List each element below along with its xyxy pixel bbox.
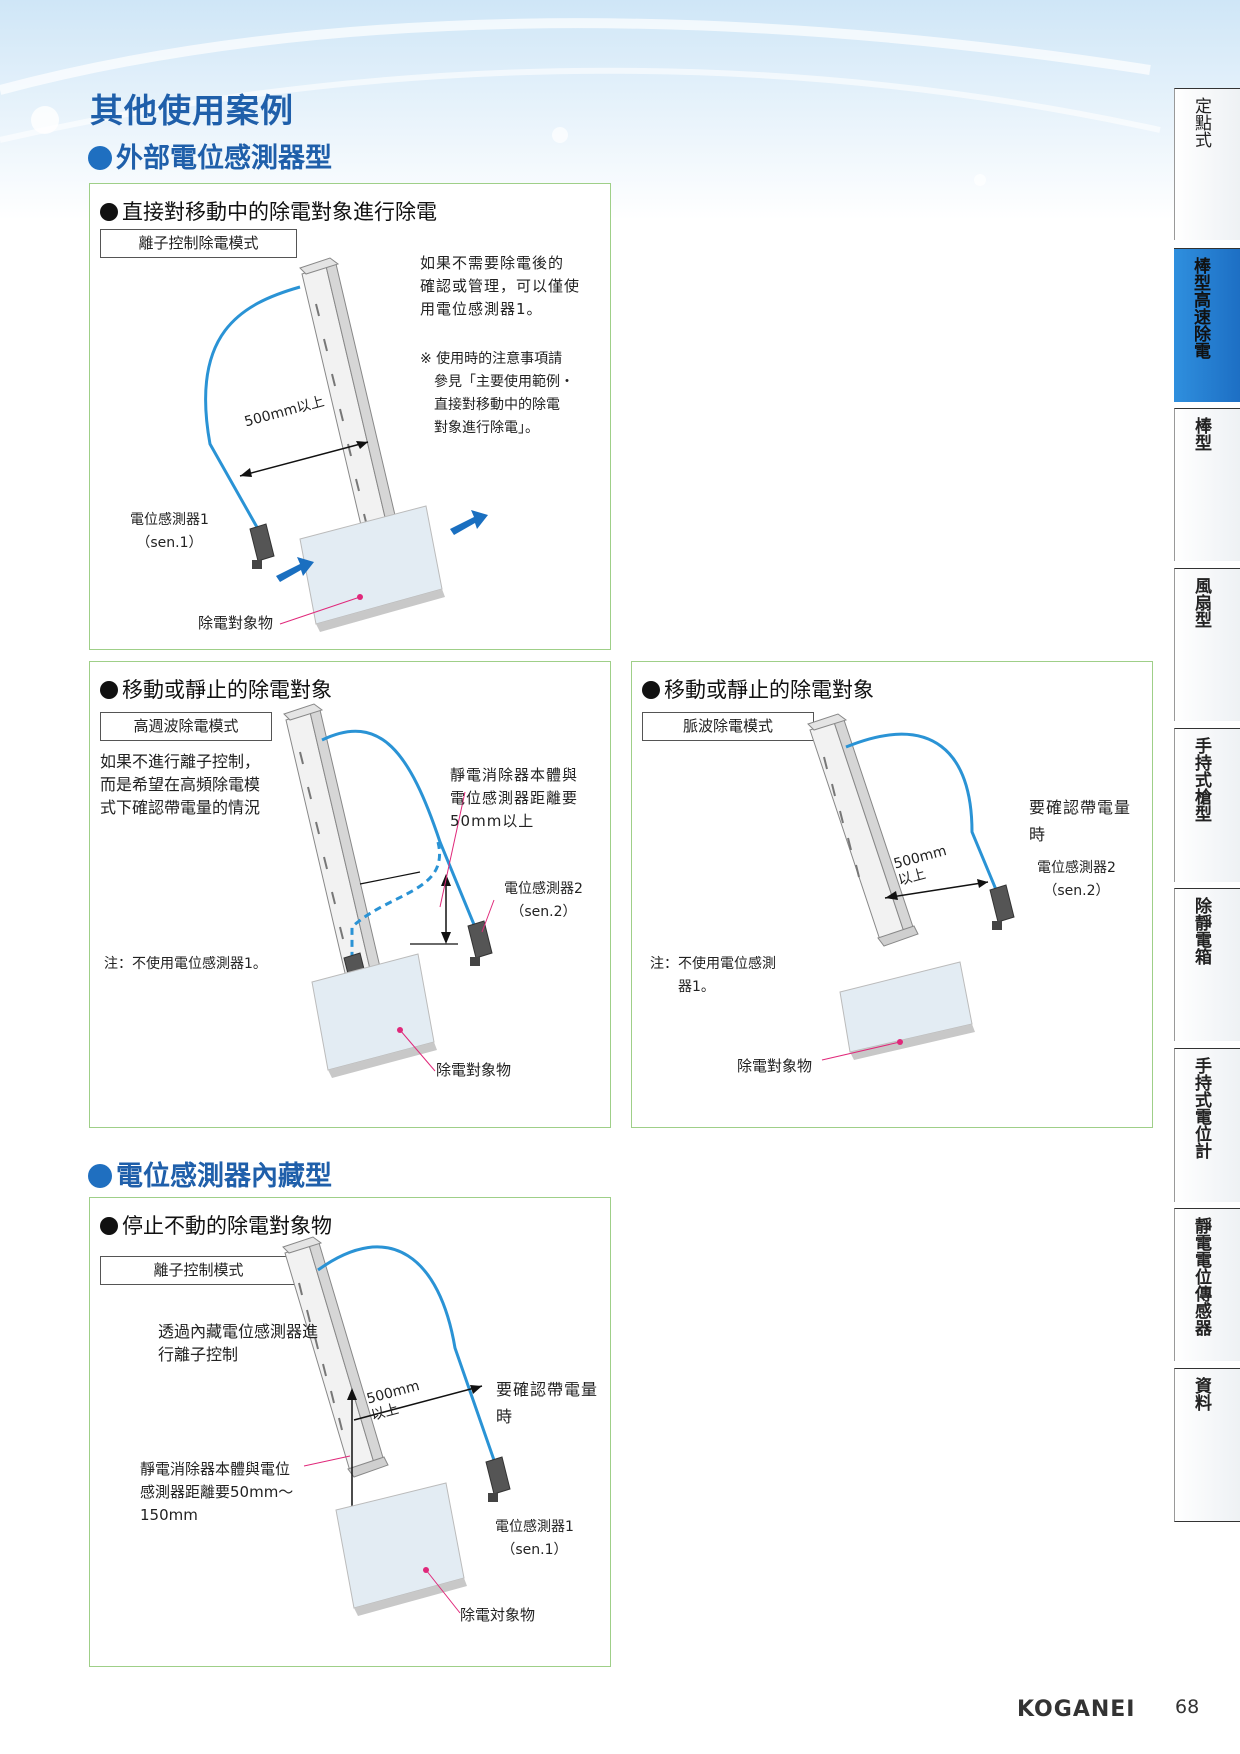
sensor-label: 電位感測器1（sen.1） [495,1519,574,1558]
tab-fixed-point[interactable]: 定點式 [1174,88,1240,240]
bullet-icon [642,680,660,699]
brand-logo: KOGANEI [1017,1697,1136,1722]
page-number: 68 [1175,1696,1200,1718]
tab-bar[interactable]: 棒型 [1174,408,1240,561]
bullet-icon [88,1163,112,1188]
tab-hand-gun[interactable]: 手持式槍型 [1174,728,1240,882]
object-label: 除電対象物 [460,1606,536,1624]
description-2: 要確認帶電量時 [496,1380,599,1426]
object-label: 除電對象物 [436,1061,512,1079]
diagram-box2 [283,703,495,1078]
diagram-box3 [807,713,1015,1061]
description: 如果不進行離子控制，而是希望在高頻除電模式下確認帶電量的情況 [100,752,261,817]
box-title: 移動或靜止的除電對象 [100,674,332,704]
box-title: 直接對移動中的除電對象進行除電 [100,196,437,226]
diagram-box1 [204,257,488,632]
box-title: 移動或靜止的除電對象 [642,674,874,704]
tab-fan[interactable]: 風扇型 [1174,568,1240,721]
description: 如果不需要除電後的確認或管理，可以僅使用電位感測器1。 [420,254,581,318]
sensor-label: 電位感測器1（sen.1） [130,512,209,551]
note: 注：不使用電位感測器1。 [650,956,776,995]
bullet-icon [100,202,118,221]
box-title: 停止不動的除電對象物 [100,1210,332,1240]
tab-bar-high-speed[interactable]: 棒型高速除電 [1174,248,1240,402]
box-moving-or-static-hf: 移動或靜止的除電對象 高週波除電模式 [89,661,611,1128]
object-label: 除電對象物 [737,1057,813,1075]
diagram-box4 [282,1236,511,1616]
bullet-icon [100,680,118,699]
description: 要確認帶電量時 [1029,798,1132,844]
mode-label: 高週波除電模式 [100,712,272,741]
tab-potential-sensor[interactable]: 靜電電位傳感器 [1174,1208,1240,1361]
sensor-label: 電位感測器2（sen.2） [504,881,583,920]
bullet-icon [88,145,112,170]
section-title-external: 外部電位感測器型 [88,136,332,175]
sensor-label: 電位感測器2（sen.2） [1037,860,1116,899]
note: 注：不使用電位感測器1。 [104,956,267,972]
usage-note: ※ 使用時的注意事項請參見「主要使用範例・直接對移動中的除電對象進行除電」。 [420,351,574,436]
tab-hand-meter[interactable]: 手持式電位計 [1174,1048,1240,1202]
section-title-builtin: 電位感測器內藏型 [88,1154,332,1193]
bullet-icon [100,1216,118,1235]
tab-static-box[interactable]: 除靜電箱 [1174,888,1240,1041]
box-moving-target: 直接對移動中的除電對象進行除電 離子控制除電模式 500mm以上 [89,183,611,650]
description: 透過內藏電位感測器進行離子控制 [158,1322,319,1364]
tab-data[interactable]: 資料 [1174,1368,1240,1522]
object-label: 除電對象物 [198,614,274,632]
page-title: 其他使用案例 [90,91,294,130]
distance-callout: 靜電消除器本體與電位感測器距離要50mm～150mm [140,1460,294,1524]
mode-label: 脈波除電模式 [642,712,814,741]
mode-label: 離子控制除電模式 [100,229,297,258]
